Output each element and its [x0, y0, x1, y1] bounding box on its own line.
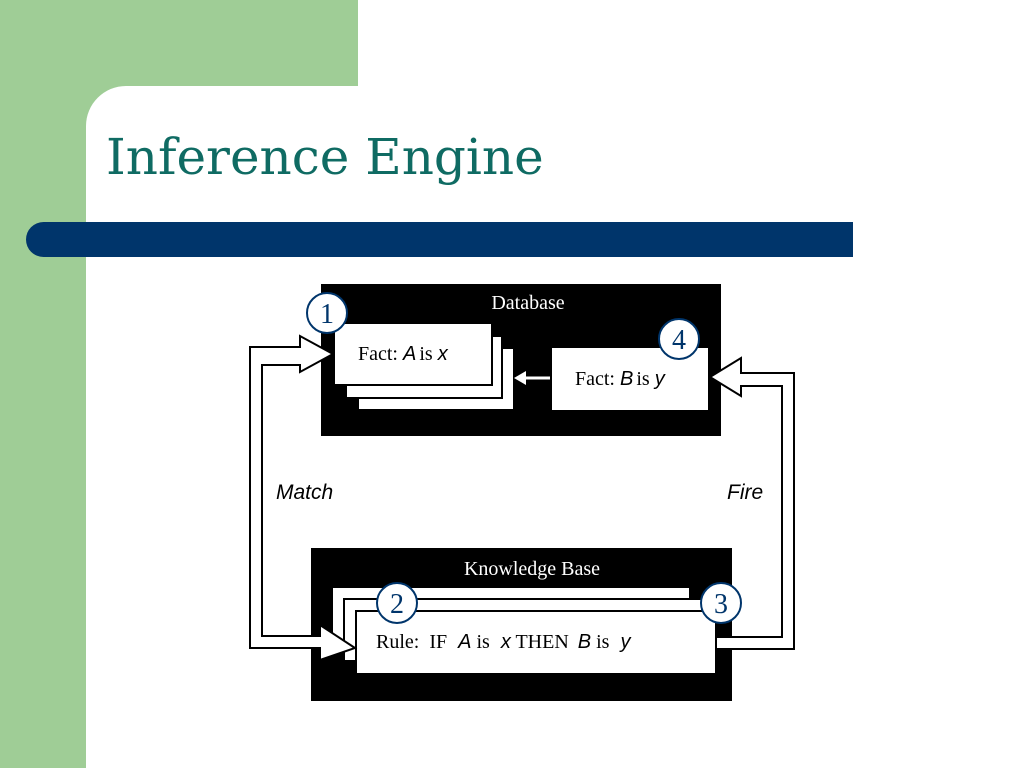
step-2-circle: [376, 582, 418, 624]
step-2-marker: 2: [376, 582, 418, 624]
fire-arrow: [708, 356, 795, 650]
match-arrow: [249, 334, 358, 662]
step-1-marker: 1: [306, 292, 348, 334]
fact-add-arrow-head: [514, 371, 526, 385]
step-3-number: 3: [714, 589, 728, 620]
database-label: Database: [491, 292, 564, 314]
step-1-circle: [306, 292, 348, 334]
title-underline-bar: [26, 222, 853, 257]
background-white-top: [358, 0, 1024, 86]
step-4-circle: [658, 318, 700, 360]
fact-a-card: [333, 322, 493, 386]
slide-title: Inference Engine: [106, 128, 544, 186]
knowledge-base-label: Knowledge Base: [464, 558, 600, 580]
step-1-number: 1: [320, 299, 334, 330]
match-label: Match: [276, 481, 333, 504]
rule-text: Rule: IF A is x THEN B is y: [376, 631, 631, 653]
rule-card: [355, 610, 717, 675]
step-3-circle: [700, 582, 742, 624]
step-2-number: 2: [390, 589, 404, 620]
fire-label: Fire: [727, 481, 763, 504]
step-4-number: 4: [672, 325, 686, 356]
step-3-marker: 3: [700, 582, 742, 624]
step-4-marker: 4: [658, 318, 700, 360]
